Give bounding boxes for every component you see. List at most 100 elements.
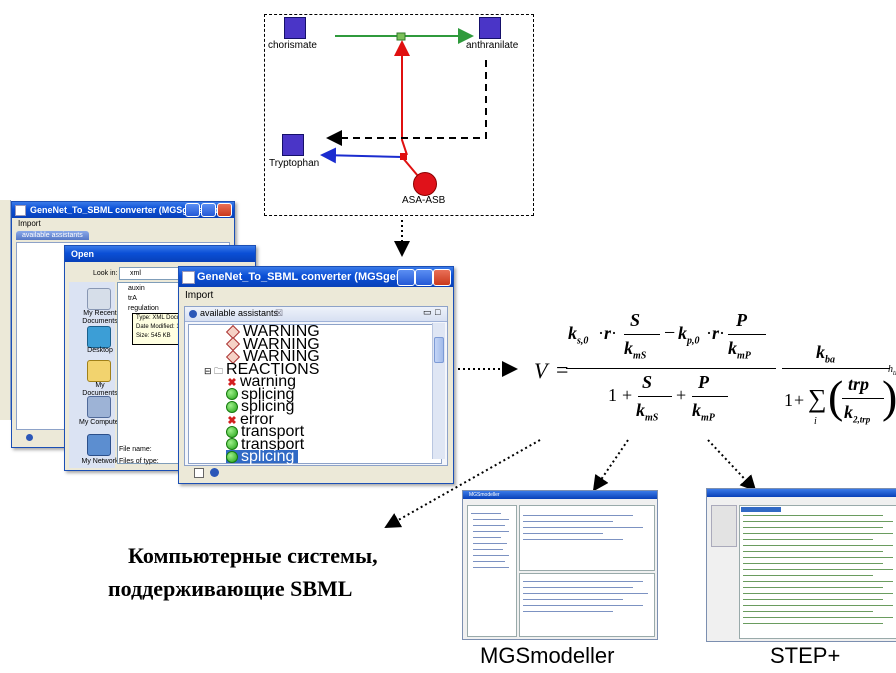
tree-row-label: REACTIONS — [226, 360, 320, 378]
scroll-thumb[interactable] — [434, 337, 444, 363]
panel-minimize-icon[interactable]: ▭ — [423, 307, 432, 317]
tree-row[interactable]: splicing — [226, 448, 299, 465]
minimize-button[interactable] — [185, 203, 200, 217]
open-dialog-title: Open — [71, 249, 95, 259]
node-tryptophan — [282, 134, 304, 156]
back-window-menu[interactable]: Import — [18, 219, 41, 228]
k-s0-sub: s,0 — [577, 335, 589, 347]
globe-icon[interactable] — [26, 434, 33, 441]
place-documents[interactable]: My Documents — [82, 382, 118, 397]
den-P: P — [698, 372, 709, 392]
label-enzyme: ASA-ASB — [402, 195, 446, 206]
mgsmodeller-label: MGSmodeller — [480, 643, 615, 668]
main-window-menu[interactable]: Import — [185, 290, 214, 301]
caption-line-1: Компьютерные системы, — [128, 543, 378, 568]
tree-row[interactable]: ✖warning — [226, 374, 296, 390]
tree-row[interactable]: ✖error — [226, 410, 274, 428]
mgsmodeller-screenshot: MGSmodeller — [462, 490, 658, 640]
tree-row[interactable]: splicing — [226, 398, 295, 415]
place-network[interactable]: My Network — [81, 458, 119, 465]
globe-icon[interactable] — [210, 468, 219, 477]
minimize-button[interactable] — [397, 269, 415, 286]
tree-row[interactable]: transport — [226, 436, 304, 452]
blue-product-arrow — [320, 147, 403, 164]
den2-plus: + — [794, 390, 805, 410]
tree-row[interactable]: splicing — [226, 385, 295, 403]
sum-index: i — [814, 416, 817, 427]
place-desktop[interactable]: Desktop — [87, 347, 113, 354]
mgs-window-title: MGSmodeller — [469, 492, 500, 498]
file-item[interactable]: regulation — [128, 305, 159, 312]
close-button[interactable] — [217, 203, 232, 217]
k-ms: k — [624, 338, 633, 358]
file-item[interactable]: auxin — [128, 285, 145, 292]
panel-maximize-icon[interactable]: □ — [435, 307, 441, 317]
dotted-arrow-step — [707, 439, 757, 492]
ok-circle-icon — [226, 450, 238, 463]
place-recent[interactable]: My Recent Documents — [82, 310, 118, 325]
den2-one: 1 — [784, 390, 793, 410]
ok-circle-icon — [226, 425, 238, 438]
exponent-sub: trp — [893, 369, 896, 377]
formula-V: V — [534, 358, 548, 383]
k-2trp-sub: 2,trp — [853, 414, 871, 425]
tree-row-label: error — [240, 410, 274, 428]
tree-row-label: transport — [241, 423, 305, 440]
look-in-label: Look in: — [93, 270, 118, 277]
tree-row[interactable]: WARNING — [225, 324, 320, 340]
recent-docs-icon[interactable] — [87, 288, 111, 310]
tree-row-label: WARNING — [243, 335, 320, 353]
k-2trp: k — [844, 402, 853, 422]
node-chorismate — [284, 17, 306, 39]
tree-row[interactable]: ⊟ 🗀REACTIONS — [204, 360, 320, 378]
label-tryptophan: Tryptophan — [269, 158, 320, 169]
tab-available-assistants[interactable]: available assistants — [200, 308, 279, 318]
den-k-mp-sub: mP — [701, 412, 715, 424]
tree-row[interactable]: WARNING — [225, 349, 320, 365]
my-network-icon[interactable] — [87, 434, 111, 456]
main-window-title: GeneNet_To_SBML converter (MGSgenerator) — [197, 271, 438, 283]
tree-row-label: splicing — [241, 448, 295, 465]
tooltip-modified: Date Modified: 14 — [136, 324, 184, 330]
label-anthranilate: anthranilate — [466, 40, 519, 51]
globe-icon — [189, 310, 197, 318]
formula-eq: = — [556, 357, 569, 382]
k-s0: k — [568, 323, 577, 343]
maximize-button[interactable] — [201, 203, 216, 217]
tree-row-label: splicing — [241, 385, 295, 403]
k-ba-sub: ba — [825, 354, 835, 366]
bottom-toolbar — [184, 466, 244, 480]
tree-scrollbar[interactable] — [432, 323, 445, 459]
my-computer-icon[interactable] — [87, 396, 111, 418]
k-mp: k — [728, 338, 737, 358]
tab-close-icon[interactable]: ☒ — [275, 308, 284, 318]
step-plus-label: STEP+ — [770, 643, 841, 668]
node-enzyme-asa-asb — [413, 172, 437, 196]
k-ms-sub: mS — [633, 350, 647, 362]
r-1: r — [604, 323, 612, 343]
view-icon[interactable] — [194, 468, 204, 478]
trp: trp — [848, 374, 870, 394]
back-window-tab[interactable]: available assistants — [16, 231, 89, 240]
k-p0: k — [678, 323, 687, 343]
step-table-pane — [739, 505, 896, 639]
my-documents-icon[interactable] — [87, 360, 111, 382]
feedback-dashed-arrow — [326, 60, 487, 146]
mgs-editor-pane — [519, 505, 655, 571]
mgs-tree-pane — [467, 505, 517, 637]
desktop-icon[interactable] — [87, 326, 111, 348]
file-item[interactable]: trA — [128, 295, 137, 302]
node-anthranilate — [479, 17, 501, 39]
step-tool-palette — [711, 505, 737, 547]
minus: − — [664, 322, 676, 344]
place-computer[interactable]: My Computer — [78, 419, 121, 426]
tooltip-size: Size: 545 KB — [136, 333, 171, 339]
sum-sign: ∑ — [808, 384, 827, 413]
maximize-button[interactable] — [415, 269, 433, 286]
tree-row[interactable]: transport — [226, 423, 305, 440]
close-button[interactable] — [433, 269, 451, 286]
tree-row[interactable]: WARNING — [225, 335, 320, 353]
exponent: h — [888, 364, 893, 375]
error-x-icon: ✖ — [227, 377, 237, 389]
tree-row-label: splicing — [241, 398, 295, 415]
